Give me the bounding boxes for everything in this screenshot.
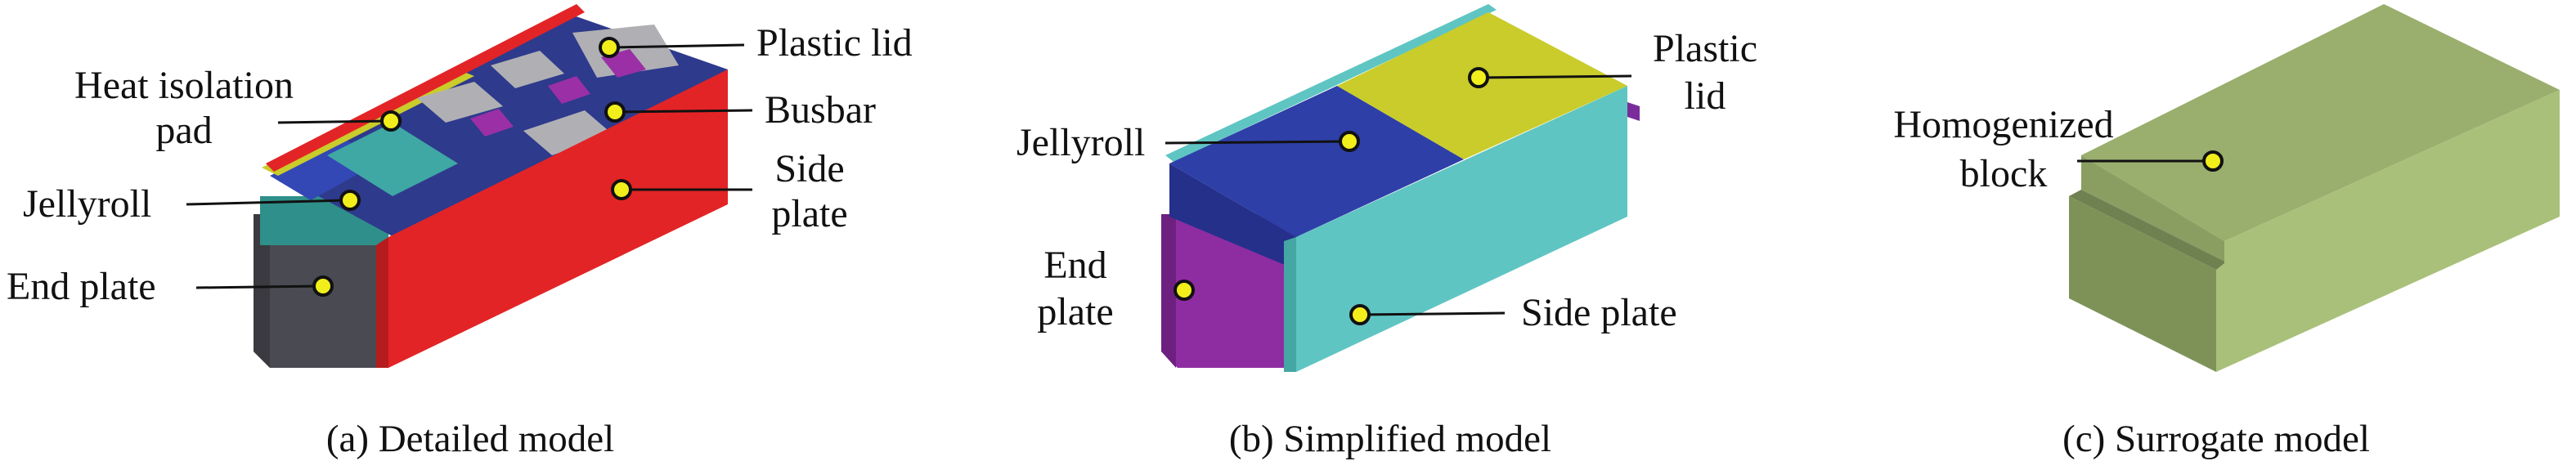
label-heat-isolation-pad-line1: Heat isolation <box>74 64 294 107</box>
leader-plastic-lid <box>1478 74 1632 79</box>
label-homogenized-block-line2: block <box>1960 152 2048 195</box>
block-front-face <box>2069 196 2216 372</box>
label-plastic-lid-line1: Plastic <box>1653 27 1757 70</box>
leader-end-plate <box>195 284 324 289</box>
marker-end-plate <box>1174 280 1195 301</box>
leader-jellyroll <box>1165 140 1349 145</box>
block-top-face <box>2081 4 2560 241</box>
marker-plastic-lid <box>599 37 620 58</box>
side-plate-edge <box>1284 237 1296 372</box>
marker-side-plate <box>611 179 632 200</box>
leader-heat-pad <box>277 119 392 124</box>
busbar-square-4 <box>491 51 564 88</box>
label-heat-isolation-pad-line2: pad <box>155 109 212 152</box>
label-homogenized-block-line1: Homogenized <box>1893 103 2113 146</box>
caption-simplified-model: (b) Simplified model <box>1229 418 1551 460</box>
caption-detailed-model: (a) Detailed model <box>326 418 614 460</box>
leader-plastic-lid <box>611 43 745 49</box>
jellyroll-front <box>1169 163 1296 270</box>
marker-jellyroll <box>1339 131 1360 152</box>
marker-end-plate <box>312 275 334 297</box>
label-plastic-lid-line2: lid <box>1685 74 1726 118</box>
block-notch <box>2069 190 2228 270</box>
block-step-face <box>2081 155 2224 262</box>
purple-pad-3 <box>548 76 590 104</box>
label-end-plate-line2: plate <box>1037 290 1113 333</box>
panel-surrogate-model: Homogenized block (c) Surrogate model <box>1893 4 2560 460</box>
panel-simplified-model: Jellyroll Plastic lid End plate Side pla… <box>1016 4 1757 460</box>
leader-side-plate <box>1359 311 1506 316</box>
side-plate-front <box>1296 86 1627 372</box>
busbar-square-3 <box>523 110 613 155</box>
leader-jellyroll <box>186 199 348 206</box>
panel-detailed-model: Heat isolation pad Plastic lid Busbar Si… <box>7 4 913 460</box>
marker-plastic-lid <box>1468 67 1489 88</box>
marker-homogenized-block <box>2202 150 2224 172</box>
marker-busbar <box>604 101 626 123</box>
busbar-square-2 <box>417 82 503 123</box>
label-jellyroll: Jellyroll <box>23 182 151 226</box>
purple-edge-right <box>1627 102 1640 121</box>
marker-side-plate <box>1349 304 1371 325</box>
marker-jellyroll <box>339 190 361 211</box>
teal-dividers <box>327 123 458 196</box>
purple-pad-2 <box>470 109 514 137</box>
label-busbar: Busbar <box>765 88 876 132</box>
leader-busbar <box>617 109 753 114</box>
label-end-plate: End plate <box>7 265 156 308</box>
caption-surrogate-model: (c) Surrogate model <box>2062 418 2370 460</box>
jellyroll-top <box>1169 86 1464 237</box>
label-side-plate: Side plate <box>1521 291 1677 334</box>
label-end-plate-line1: End <box>1043 244 1106 287</box>
side-plate-back <box>266 4 585 172</box>
side-plate-back <box>1165 4 1497 162</box>
side-plate-front <box>388 69 728 368</box>
block-side-face <box>2216 90 2560 372</box>
label-side-plate-line1: Side <box>774 147 844 190</box>
label-plastic-lid: Plastic lid <box>756 21 913 65</box>
end-plate-shade <box>1161 214 1176 368</box>
marker-heat-pad <box>380 110 402 132</box>
end-plate-shade <box>254 214 270 368</box>
label-side-plate-line2: plate <box>771 192 847 235</box>
label-jellyroll: Jellyroll <box>1016 121 1145 164</box>
side-plate-edge <box>376 237 388 368</box>
